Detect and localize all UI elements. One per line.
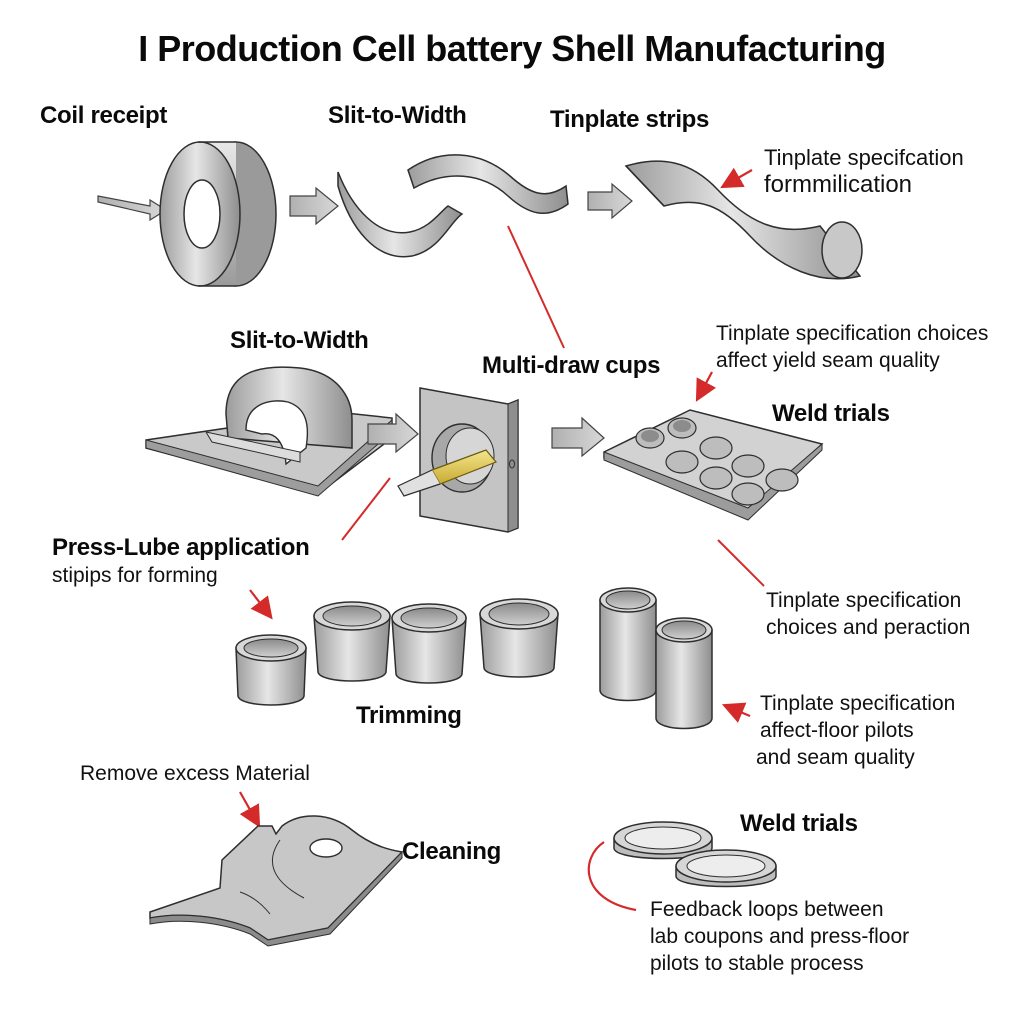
draw-die-icon — [397, 387, 519, 533]
note-line: Feedback loops between — [650, 898, 884, 921]
step-label-slit-to-width-top: Slit-to-Width — [328, 102, 467, 129]
step-label-tinplate-strips: Tinplate strips — [550, 106, 710, 133]
slitting-press-icon — [145, 366, 393, 497]
red-callout-arrow-icon — [721, 702, 751, 723]
step-label-press-lube: Press-Lube application — [52, 534, 310, 561]
tall-shell-icon — [599, 587, 657, 702]
step-label-weld-trials-bottom: Weld trials — [740, 810, 858, 837]
note-line: choices and peraction — [766, 616, 971, 639]
red-callout-line — [507, 225, 565, 349]
note-line: formmilication — [764, 171, 913, 198]
red-callout-line — [341, 477, 391, 541]
drawn-cup-icon — [391, 603, 467, 684]
step-label-multi-draw-cups: Multi-draw cups — [482, 352, 661, 379]
red-callout-arrow-icon — [695, 371, 717, 402]
note-spec-choices-peraction: Tinplate specification choices and perac… — [766, 587, 970, 641]
drawn-cup-icon — [479, 598, 559, 678]
note-spec-floor-pilots: Tinplate specification affect-floor pilo… — [756, 690, 956, 771]
weld-ring-icon — [675, 849, 777, 888]
gray-block-arrow-icon — [367, 412, 419, 454]
tall-shell-icon — [655, 617, 713, 730]
diagram-title: I Production Cell battery Shell Manufact… — [138, 28, 886, 69]
red-callout-arrow-icon — [249, 589, 273, 620]
note-stripes-for-forming: stipips for forming — [52, 562, 218, 589]
gray-block-arrow-icon — [587, 182, 633, 220]
drawn-cup-icon — [313, 601, 391, 682]
feed-arrow-icon — [97, 195, 168, 222]
weld-ring-icon — [613, 821, 713, 860]
note-line: lab coupons and press-floor — [650, 925, 910, 948]
step-label-trimming: Trimming — [356, 702, 462, 729]
note-line: Tinplate specification — [760, 692, 956, 715]
note-line: stipips for forming — [52, 564, 218, 587]
note-line: Tinplate specifcation — [764, 145, 964, 170]
step-label-cleaning: Cleaning — [402, 838, 501, 865]
note-line: and seam quality — [756, 746, 915, 769]
note-line: affect yield seam quality — [716, 349, 940, 372]
note-line: Remove excess Material — [80, 762, 310, 785]
gray-block-arrow-icon — [289, 186, 339, 226]
note-line: Tinplate specification — [766, 589, 962, 612]
note-line: affect-floor pilots — [760, 719, 914, 742]
note-line: Tinplate specification choices — [716, 322, 989, 345]
curved-strip-icon — [624, 160, 863, 280]
note-feedback-loops: Feedback loops between lab coupons and p… — [650, 896, 909, 977]
weld-trial-plate-icon — [603, 409, 824, 521]
red-callout-line — [717, 539, 765, 587]
drawn-cup-icon — [235, 634, 307, 706]
gray-block-arrow-icon — [551, 416, 605, 458]
step-label-weld-trials-mid: Weld trials — [772, 400, 890, 427]
curved-strip-icon — [337, 154, 569, 258]
feedback-loop-arc — [587, 841, 637, 912]
note-spec-choices-yield: Tinplate specification choices affect yi… — [716, 320, 988, 374]
note-line: pilots to stable process — [650, 952, 864, 975]
step-label-slit-to-width-mid: Slit-to-Width — [230, 327, 369, 354]
step-label-coil-receipt: Coil receipt — [40, 102, 168, 129]
note-remove-excess: Remove excess Material — [80, 760, 310, 787]
red-callout-arrow-icon — [239, 791, 261, 828]
steel-coil-icon — [159, 141, 277, 287]
trimmed-sheet-icon — [149, 815, 404, 947]
note-spec-formulation: Tinplate specifcation formmilication — [764, 144, 964, 198]
red-callout-arrow-icon — [720, 167, 753, 189]
